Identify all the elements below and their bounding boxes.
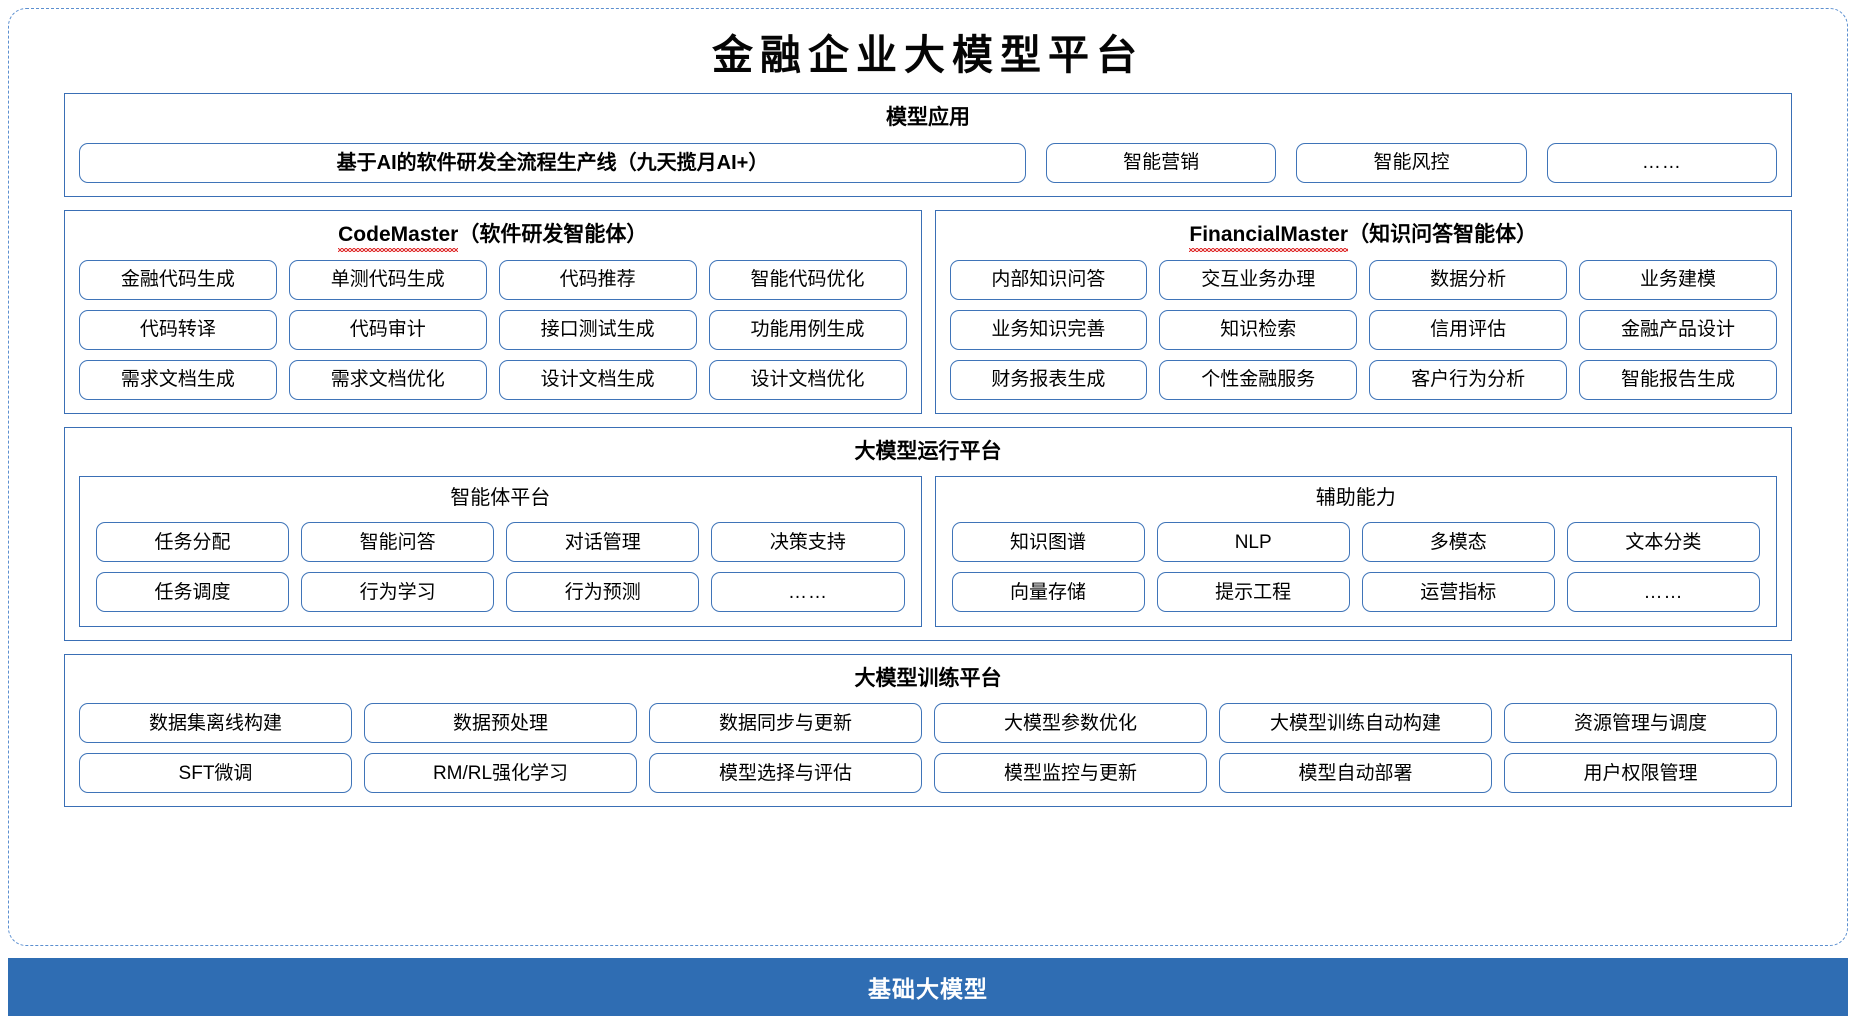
chip-req-doc-gen[interactable]: 需求文档生成 xyxy=(79,359,277,400)
foundation-model-label: 基础大模型 xyxy=(868,976,988,1002)
chip-training-auto-build[interactable]: 大模型训练自动构建 xyxy=(1219,703,1492,744)
codemaster-chip-row-2: 代码转译 代码审计 接口测试生成 功能用例生成 xyxy=(79,309,907,350)
chip-smart-qa[interactable]: 智能问答 xyxy=(301,522,495,563)
chip-operation-metrics[interactable]: 运营指标 xyxy=(1361,572,1555,613)
chip-financial-report-gen[interactable]: 财务报表生成 xyxy=(949,359,1148,400)
chip-resource-management[interactable]: 资源管理与调度 xyxy=(1504,703,1777,744)
app-banner-chip[interactable]: 基于AI的软件研发全流程生产线（九天揽月AI+） xyxy=(79,142,1026,183)
chip-model-param-optimize[interactable]: 大模型参数优化 xyxy=(934,703,1207,744)
panel-title-model-applications: 模型应用 xyxy=(886,106,970,130)
panel-training-platform: 大模型训练平台 数据集离线构建 数据预处理 数据同步与更新 大模型参数优化 大模… xyxy=(64,654,1792,808)
app-chip-marketing[interactable]: 智能营销 xyxy=(1046,142,1277,183)
auxiliary-row-2: 向量存储 提示工程 运营指标 …… xyxy=(951,572,1760,613)
chip-business-modeling[interactable]: 业务建模 xyxy=(1579,259,1777,300)
runtime-subpanels: 智能体平台 任务分配 智能问答 对话管理 决策支持 任务调度 行为学习 行为预测… xyxy=(79,476,1777,628)
chip-business-knowledge[interactable]: 业务知识完善 xyxy=(949,309,1148,350)
chip-auxiliary-more[interactable]: …… xyxy=(1566,572,1760,613)
codemaster-name-latin: CodeMaster xyxy=(338,222,459,253)
chip-agent-platform-more[interactable]: …… xyxy=(711,572,905,613)
agent-platform-row-1: 任务分配 智能问答 对话管理 决策支持 xyxy=(96,522,905,563)
subpanel-title-agent-platform: 智能体平台 xyxy=(450,487,551,510)
chip-smart-report-gen[interactable]: 智能报告生成 xyxy=(1579,359,1777,400)
chip-customer-behavior[interactable]: 客户行为分析 xyxy=(1369,359,1568,400)
chip-product-design[interactable]: 金融产品设计 xyxy=(1579,309,1777,350)
chip-model-select-eval[interactable]: 模型选择与评估 xyxy=(649,753,922,794)
agent-platform-row-2: 任务调度 行为学习 行为预测 …… xyxy=(96,572,905,613)
panel-codemaster: CodeMaster（软件研发智能体） 金融代码生成 单测代码生成 代码推荐 智… xyxy=(64,209,922,414)
chip-sft-finetune[interactable]: SFT微调 xyxy=(79,753,352,794)
financialmaster-name-cn: （知识问答智能体） xyxy=(1348,222,1538,246)
financialmaster-chip-row-1: 内部知识问答 交互业务办理 数据分析 业务建模 xyxy=(949,259,1777,300)
codemaster-name-cn: （软件研发智能体） xyxy=(458,222,648,246)
chip-multimodal[interactable]: 多模态 xyxy=(1361,522,1555,563)
training-row-2: SFT微调 RM/RL强化学习 模型选择与评估 模型监控与更新 模型自动部署 用… xyxy=(79,753,1777,794)
chip-behavior-learning[interactable]: 行为学习 xyxy=(301,572,495,613)
chip-design-doc-gen[interactable]: 设计文档生成 xyxy=(498,359,697,400)
chip-knowledge-retrieval[interactable]: 知识检索 xyxy=(1159,309,1358,350)
panel-runtime-platform: 大模型运行平台 智能体平台 任务分配 智能问答 对话管理 决策支持 任务调度 行… xyxy=(64,426,1792,642)
chip-personal-finance-service[interactable]: 个性金融服务 xyxy=(1159,359,1358,400)
chip-dataset-offline-build[interactable]: 数据集离线构建 xyxy=(79,703,352,744)
chip-text-classification[interactable]: 文本分类 xyxy=(1566,522,1760,563)
app-chip-riskcontrol[interactable]: 智能风控 xyxy=(1296,142,1527,183)
subpanel-title-auxiliary-capability: 辅助能力 xyxy=(1315,487,1396,510)
foundation-model-bar: 基础大模型 xyxy=(8,958,1848,1016)
training-row-1: 数据集离线构建 数据预处理 数据同步与更新 大模型参数优化 大模型训练自动构建 … xyxy=(79,703,1777,744)
chip-vector-store[interactable]: 向量存储 xyxy=(951,572,1145,613)
chip-model-auto-deploy[interactable]: 模型自动部署 xyxy=(1219,753,1492,794)
panel-title-financialmaster: FinancialMaster（知识问答智能体） xyxy=(950,222,1778,253)
app-chip-more[interactable]: …… xyxy=(1546,142,1777,183)
chip-data-analysis[interactable]: 数据分析 xyxy=(1369,259,1568,300)
chip-task-scheduling[interactable]: 任务调度 xyxy=(96,572,290,613)
subpanel-agent-platform: 智能体平台 任务分配 智能问答 对话管理 决策支持 任务调度 行为学习 行为预测… xyxy=(79,476,922,628)
agents-row: CodeMaster（软件研发智能体） 金融代码生成 单测代码生成 代码推荐 智… xyxy=(64,209,1792,414)
chip-data-preprocess[interactable]: 数据预处理 xyxy=(364,703,637,744)
chip-req-doc-opt[interactable]: 需求文档优化 xyxy=(288,359,487,400)
chip-code-recommend[interactable]: 代码推荐 xyxy=(498,259,697,300)
panel-title-codemaster: CodeMaster（软件研发智能体） xyxy=(79,222,907,253)
auxiliary-row-1: 知识图谱 NLP 多模态 文本分类 xyxy=(951,522,1760,563)
chip-usecase-gen[interactable]: 功能用例生成 xyxy=(708,309,907,350)
chip-internal-kb-qa[interactable]: 内部知识问答 xyxy=(949,259,1148,300)
panel-financialmaster: FinancialMaster（知识问答智能体） 内部知识问答 交互业务办理 数… xyxy=(934,209,1792,414)
platform-outer-frame: 金融企业大模型平台 模型应用 基于AI的软件研发全流程生产线（九天揽月AI+） … xyxy=(8,8,1848,946)
page-title: 金融企业大模型平台 xyxy=(712,31,1144,79)
chip-unittest-gen[interactable]: 单测代码生成 xyxy=(288,259,487,300)
chip-data-sync-update[interactable]: 数据同步与更新 xyxy=(649,703,922,744)
chip-knowledge-graph[interactable]: 知识图谱 xyxy=(951,522,1145,563)
chip-code-optimize[interactable]: 智能代码优化 xyxy=(708,259,907,300)
chip-dialog-management[interactable]: 对话管理 xyxy=(506,522,700,563)
chip-behavior-prediction[interactable]: 行为预测 xyxy=(506,572,700,613)
chip-prompt-engineering[interactable]: 提示工程 xyxy=(1156,572,1350,613)
financialmaster-chip-row-3: 财务报表生成 个性金融服务 客户行为分析 智能报告生成 xyxy=(949,359,1777,400)
chip-task-allocation[interactable]: 任务分配 xyxy=(96,522,290,563)
financialmaster-chip-row-2: 业务知识完善 知识检索 信用评估 金融产品设计 xyxy=(949,309,1777,350)
panel-model-applications: 模型应用 基于AI的软件研发全流程生产线（九天揽月AI+） 智能营销 智能风控 … xyxy=(64,93,1792,197)
codemaster-chip-row-3: 需求文档生成 需求文档优化 设计文档生成 设计文档优化 xyxy=(79,359,907,400)
panel-title-training-platform: 大模型训练平台 xyxy=(854,667,1002,691)
subpanel-auxiliary-capability: 辅助能力 知识图谱 NLP 多模态 文本分类 向量存储 提示工程 运营指标 …… xyxy=(934,476,1777,628)
chip-design-doc-opt[interactable]: 设计文档优化 xyxy=(708,359,907,400)
chip-rm-rl[interactable]: RM/RL强化学习 xyxy=(364,753,637,794)
chip-api-test-gen[interactable]: 接口测试生成 xyxy=(498,309,697,350)
chip-code-translate[interactable]: 代码转译 xyxy=(79,309,277,350)
chip-code-audit[interactable]: 代码审计 xyxy=(288,309,487,350)
panel-title-runtime-platform: 大模型运行平台 xyxy=(854,439,1002,463)
chip-nlp[interactable]: NLP xyxy=(1156,522,1350,563)
chip-interactive-business[interactable]: 交互业务办理 xyxy=(1159,259,1358,300)
model-applications-row: 基于AI的软件研发全流程生产线（九天揽月AI+） 智能营销 智能风控 …… xyxy=(79,142,1777,183)
chip-credit-rating[interactable]: 信用评估 xyxy=(1369,309,1568,350)
financialmaster-name-latin: FinancialMaster xyxy=(1189,222,1348,253)
chip-user-permission[interactable]: 用户权限管理 xyxy=(1504,753,1777,794)
codemaster-chip-row-1: 金融代码生成 单测代码生成 代码推荐 智能代码优化 xyxy=(79,259,907,300)
chip-code-gen[interactable]: 金融代码生成 xyxy=(79,259,277,300)
chip-model-monitor-update[interactable]: 模型监控与更新 xyxy=(934,753,1207,794)
chip-decision-support[interactable]: 决策支持 xyxy=(711,522,905,563)
